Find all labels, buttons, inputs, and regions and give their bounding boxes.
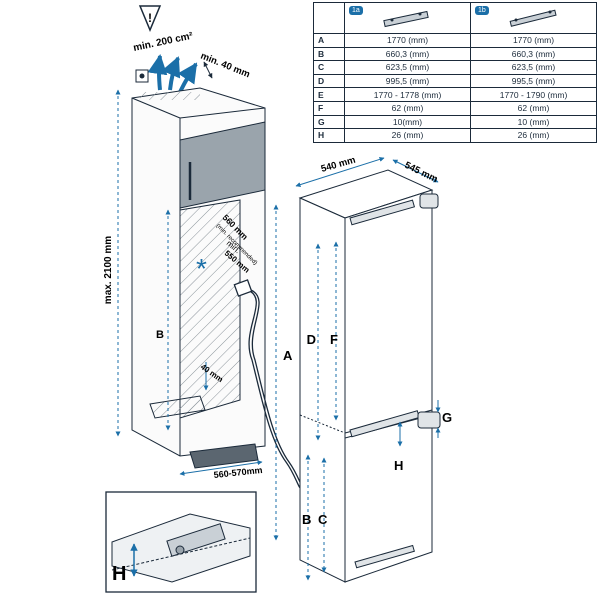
row-value-1b: 1770 - 1790 (mm) (470, 87, 597, 102)
row-key: H (313, 128, 345, 143)
row-key: C (313, 60, 345, 75)
row-key: E (313, 87, 345, 102)
power-cable (233, 279, 306, 491)
cabinet-dim-b: B (156, 209, 171, 431)
svg-text:!: ! (148, 11, 152, 25)
row-value-1a: 62 (mm) (344, 100, 471, 116)
upper-cabinet-door (179, 121, 266, 209)
dim-g: G (435, 400, 452, 438)
row-value-1b: 995,5 (mm) (470, 73, 597, 89)
row-value-1a: 1770 (mm) (344, 33, 471, 48)
svg-text:G: G (442, 410, 452, 425)
row-value-1a: 660,3 (mm) (344, 46, 471, 62)
table-header-row: 1a 1b (313, 2, 597, 34)
snowflake-icon: * (196, 253, 207, 284)
row-value-1b: 62 (mm) (470, 100, 597, 116)
row-value-1a: 10(mm) (344, 114, 471, 130)
niche-back-panel (179, 199, 241, 419)
svg-text:H: H (394, 458, 403, 473)
row-value-1b: 1770 (mm) (470, 33, 597, 48)
row-value-1b: 26 (mm) (470, 128, 597, 143)
dim-d: D (307, 243, 321, 441)
row-value-1b: 660,3 (mm) (470, 46, 597, 62)
row-key: F (313, 100, 345, 116)
svg-text:D: D (307, 332, 316, 347)
svg-text:H: H (112, 563, 126, 585)
table-corner-cell (313, 2, 345, 34)
row-value-1b: 623,5 (mm) (470, 60, 597, 75)
bracket-1a-icon (382, 10, 429, 28)
warning-icon: ! (138, 5, 162, 32)
dim-h: H (394, 421, 403, 473)
vent-arrows (147, 54, 198, 93)
svg-text:B: B (156, 329, 164, 341)
svg-text:A: A (283, 348, 293, 363)
vent-depth-arrow (203, 61, 213, 79)
row-key: B (313, 46, 345, 62)
row-value-1a: 1770 - 1778 (mm) (344, 87, 471, 102)
svg-text:C: C (318, 512, 328, 527)
svg-text:540 mm: 540 mm (320, 155, 357, 175)
svg-text:560-570mm: 560-570mm (213, 465, 263, 480)
dim-b: B (302, 454, 311, 581)
row-key: D (313, 73, 345, 89)
hinge-detail-inset: H (105, 491, 257, 593)
header-badge-1a: 1a (349, 6, 363, 15)
svg-text:max. 2100 mm: max. 2100 mm (103, 236, 114, 304)
dim-f: F (330, 241, 339, 421)
door-hinges (349, 193, 441, 569)
row-value-1a: 26 (mm) (344, 128, 471, 143)
bracket-1b-icon (509, 9, 557, 27)
row-value-1a: 623,5 (mm) (344, 60, 471, 75)
vent-area-label: min. 200 cm² (132, 30, 194, 53)
svg-text:F: F (330, 332, 338, 347)
row-value-1b: 10 (mm) (470, 114, 597, 130)
svg-text:B: B (302, 512, 311, 527)
max-height-dimension: max. 2100 mm (103, 89, 121, 437)
row-key: G (313, 114, 345, 130)
column-header-1b: 1b (470, 2, 597, 34)
dim-c: C (318, 457, 328, 573)
vent-depth-label: min. 40 mm (199, 51, 252, 81)
row-value-1a: 995,5 (mm) (344, 73, 471, 89)
column-header-1a: 1a (344, 2, 471, 34)
row-key: A (313, 33, 345, 48)
header-badge-1b: 1b (475, 6, 489, 15)
plug-socket-icon (135, 69, 149, 83)
dim-a: A (273, 204, 293, 541)
